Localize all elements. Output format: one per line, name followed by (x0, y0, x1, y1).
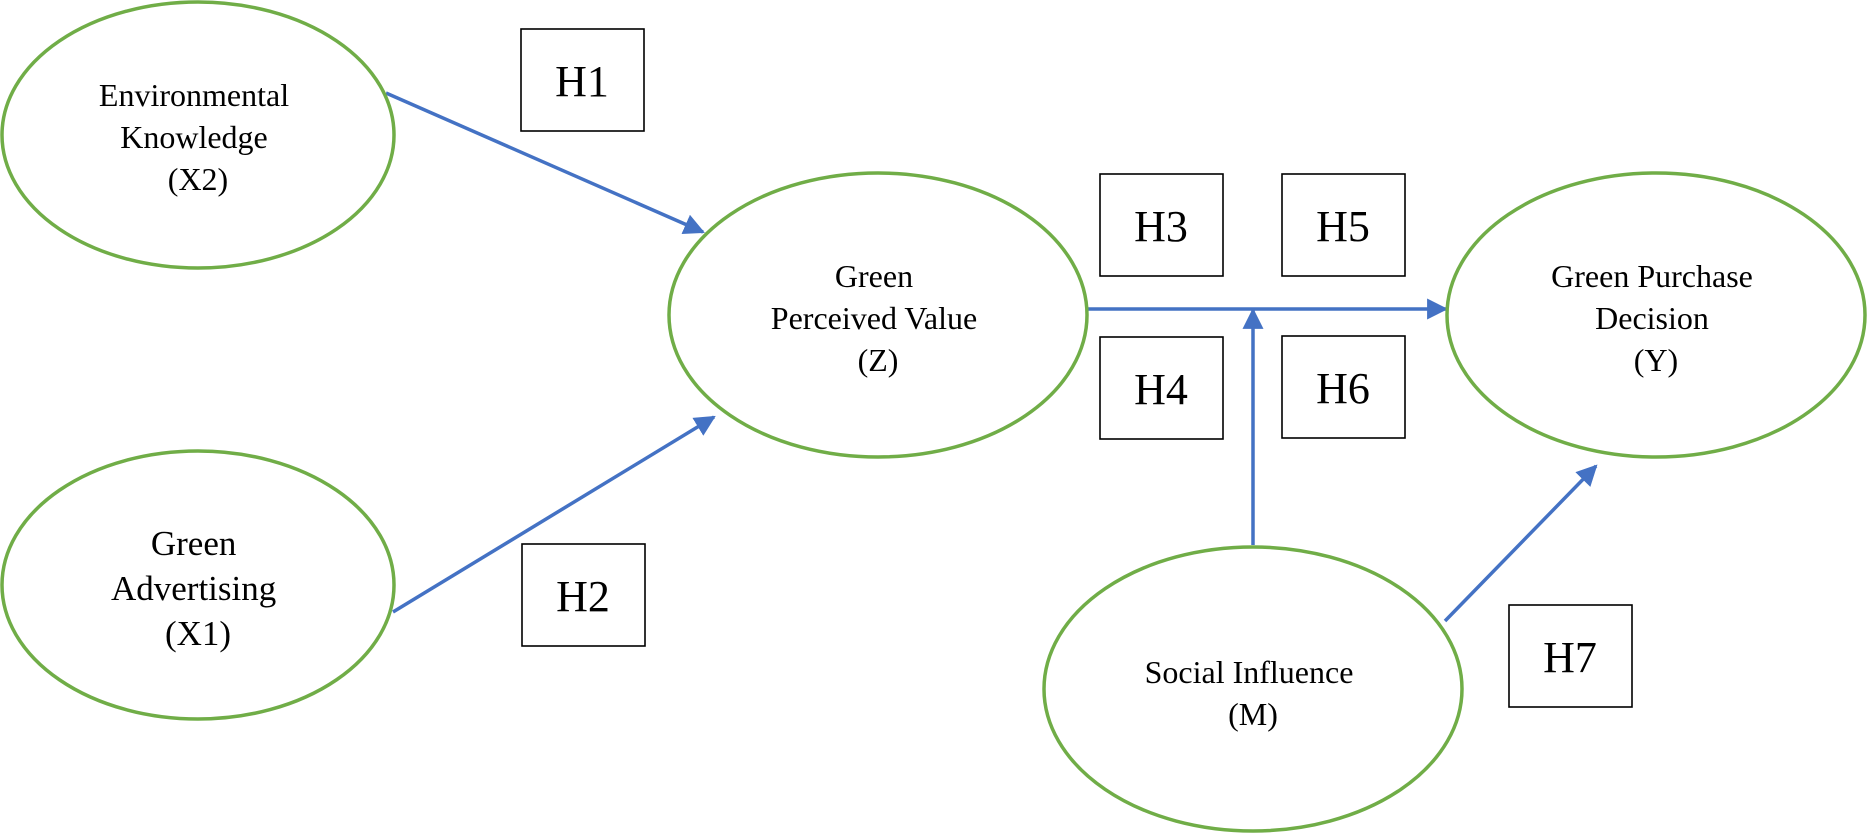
edge-m-to-y (1443, 464, 1598, 623)
node-label: Green Advertising (X1) (111, 524, 285, 653)
hypothesis-h2-box: H2 (521, 543, 646, 647)
hypothesis-h1-box: H1 (520, 28, 645, 132)
node-label: Green Perceived Value (Z) (771, 258, 985, 378)
node-label: Green Purchase Decision (Y) (1551, 258, 1761, 378)
node-label: Environmental Knowledge (X2) (99, 77, 297, 197)
hypothesis-h5-box: H5 (1281, 173, 1406, 277)
hypothesis-h2-label: H2 (556, 572, 610, 621)
node-green-perceived-value: Green Perceived Value (Z) (667, 171, 1089, 459)
hypothesis-h4-box: H4 (1099, 336, 1224, 440)
hypothesis-h3-box: H3 (1099, 173, 1224, 277)
edge-x2-to-z (385, 91, 705, 235)
node-environmental-knowledge: Environmental Knowledge (X2) (0, 0, 396, 270)
hypothesis-h7-label: H7 (1543, 633, 1597, 682)
hypothesis-h5-label: H5 (1316, 202, 1370, 251)
hypothesis-h7-box: H7 (1508, 604, 1633, 708)
node-label: Social Influence (M) (1145, 654, 1362, 732)
hypothesis-h3-label: H3 (1134, 202, 1188, 251)
hypothesis-h4-label: H4 (1134, 365, 1188, 414)
node-green-purchase-decision: Green Purchase Decision (Y) (1445, 171, 1867, 459)
hypothesis-h1-label: H1 (555, 57, 609, 106)
hypothesis-h6-box: H6 (1281, 335, 1406, 439)
edge-x1-to-z (392, 415, 716, 614)
hypothesis-h6-label: H6 (1316, 364, 1370, 413)
node-green-advertising: Green Advertising (X1) (0, 449, 396, 721)
node-social-influence: Social Influence (M) (1042, 545, 1464, 833)
